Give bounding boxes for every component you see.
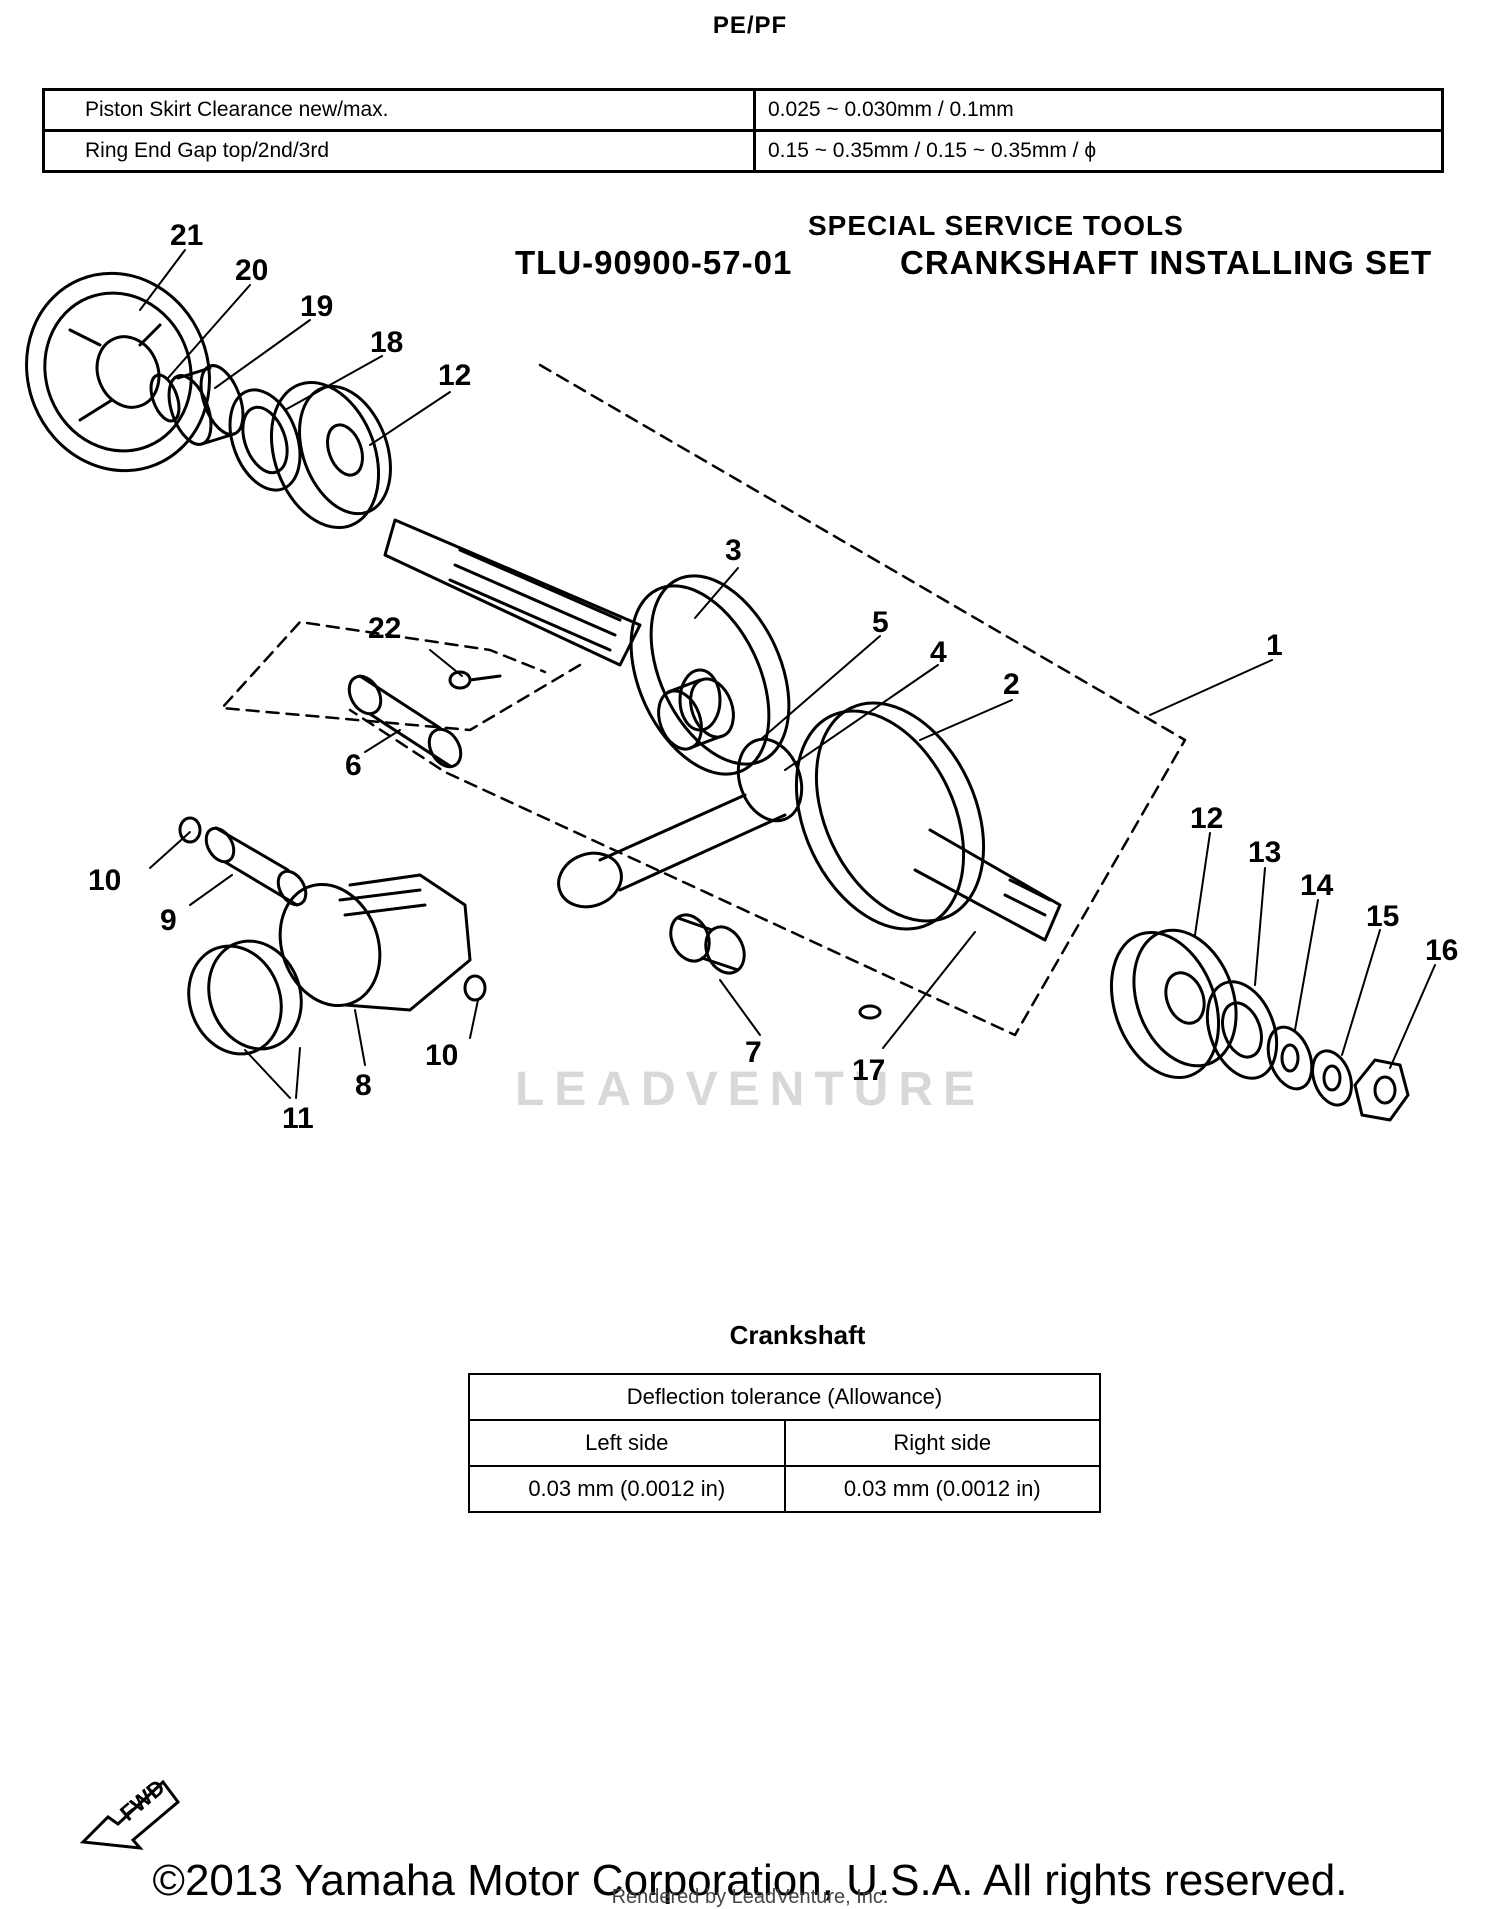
spec-label: Piston Skirt Clearance new/max.: [42, 88, 756, 132]
tool-part-number: TLU-90900-57-01: [515, 244, 793, 281]
table-row: Ring End Gap top/2nd/3rd 0.15 ~ 0.35mm /…: [42, 129, 1444, 173]
callout-18: 18: [370, 326, 403, 359]
callout-20: 20: [235, 254, 268, 287]
spec-value: 0.15 ~ 0.35mm / 0.15 ~ 0.35mm / ϕ: [753, 129, 1444, 173]
callout-1: 1: [1266, 629, 1283, 662]
callout-2: 2: [1003, 668, 1020, 701]
copyright-notice: ©2013 Yamaha Motor Corporation, U.S.A. A…: [152, 1856, 1348, 1905]
callout-6: 6: [345, 749, 362, 782]
spec-value: 0.025 ~ 0.030mm / 0.1mm: [753, 88, 1444, 132]
callout-12-left: 12: [438, 359, 471, 392]
part-6-crank-pin: [347, 674, 463, 769]
part-16-nut: [1353, 1058, 1410, 1122]
spec-label: Ring End Gap top/2nd/3rd: [42, 129, 756, 173]
table-row: 0.03 mm (0.0012 in) 0.03 mm (0.0012 in): [468, 1465, 1101, 1513]
part-10-clip-left: [178, 816, 202, 844]
callout-12-right: 12: [1190, 802, 1223, 835]
callout-4: 4: [930, 636, 947, 669]
page-header-code: PE/PF: [712, 12, 788, 39]
left-side-label: Left side: [468, 1419, 786, 1467]
part-12-bearing-left: [269, 380, 392, 530]
callout-13: 13: [1248, 836, 1281, 869]
crankshaft-title: Crankshaft: [729, 1320, 866, 1350]
fwd-arrow-icon: FWD: [79, 1774, 181, 1850]
callout-8: 8: [355, 1069, 372, 1102]
part-10-clip-right: [463, 974, 487, 1002]
part-22-pin: [448, 670, 502, 690]
part-9-piston-pin: [204, 826, 308, 907]
part-11-piston-rings: [187, 939, 303, 1056]
part-4-connecting-rod: [557, 737, 804, 909]
exploded-crankshaft-diagram: 21 20 19 18 12 3 5 4 2 1 22 6 10 9 10 8 …: [25, 219, 1458, 1135]
tool-name: CRANKSHAFT INSTALLING SET: [900, 244, 1433, 281]
table-row: Deflection tolerance (Allowance): [468, 1373, 1101, 1421]
spec-table: Piston Skirt Clearance new/max. 0.025 ~ …: [42, 88, 1444, 173]
assembly-outline: [348, 363, 1187, 1037]
callout-10-left: 10: [88, 864, 121, 897]
left-side-value: 0.03 mm (0.0012 in): [468, 1465, 786, 1513]
part-13-oil-seal: [1205, 980, 1279, 1080]
callout-21: 21: [170, 219, 203, 252]
callout-16: 16: [1425, 934, 1458, 967]
leader-lines: [139, 249, 1436, 1099]
callout-5: 5: [872, 606, 889, 639]
part-3-left-crank-shaft: [383, 518, 791, 776]
callout-19: 19: [300, 290, 333, 323]
part-7-small-end-bearing: [669, 913, 746, 975]
callout-3: 3: [725, 534, 742, 567]
piston-pin-outline: [220, 620, 582, 732]
part-2-right-crank: [794, 701, 1062, 942]
table-row: Piston Skirt Clearance new/max. 0.025 ~ …: [42, 88, 1444, 132]
callout-22: 22: [368, 612, 401, 645]
deflection-header: Deflection tolerance (Allowance): [468, 1373, 1101, 1421]
table-row: Left side Right side: [468, 1419, 1101, 1467]
watermark: LEADVENTURE: [514, 1063, 986, 1116]
special-tools-title: SPECIAL SERVICE TOOLS: [808, 210, 1184, 241]
part-8-piston: [278, 873, 472, 1012]
rendered-by-note: Rendered by LeadVenture, Inc.: [611, 1886, 889, 1908]
part-14-washer: [1266, 1025, 1314, 1091]
callout-9: 9: [160, 904, 177, 937]
callout-10-right: 10: [425, 1039, 458, 1072]
part-19-collar: [167, 364, 245, 446]
right-side-label: Right side: [783, 1419, 1101, 1467]
callout-11: 11: [282, 1102, 314, 1135]
part-17-key: [858, 1004, 882, 1020]
part-15-lock-washer: [1311, 1049, 1353, 1107]
callout-14: 14: [1300, 869, 1334, 902]
part-5-needle-bearing: [657, 677, 735, 751]
callout-7: 7: [745, 1036, 762, 1069]
callout-15: 15: [1366, 900, 1399, 933]
deflection-table: Deflection tolerance (Allowance) Left si…: [468, 1373, 1101, 1513]
part-21-cover: [25, 271, 211, 473]
callout-17: 17: [852, 1054, 885, 1087]
right-side-value: 0.03 mm (0.0012 in): [783, 1465, 1101, 1513]
